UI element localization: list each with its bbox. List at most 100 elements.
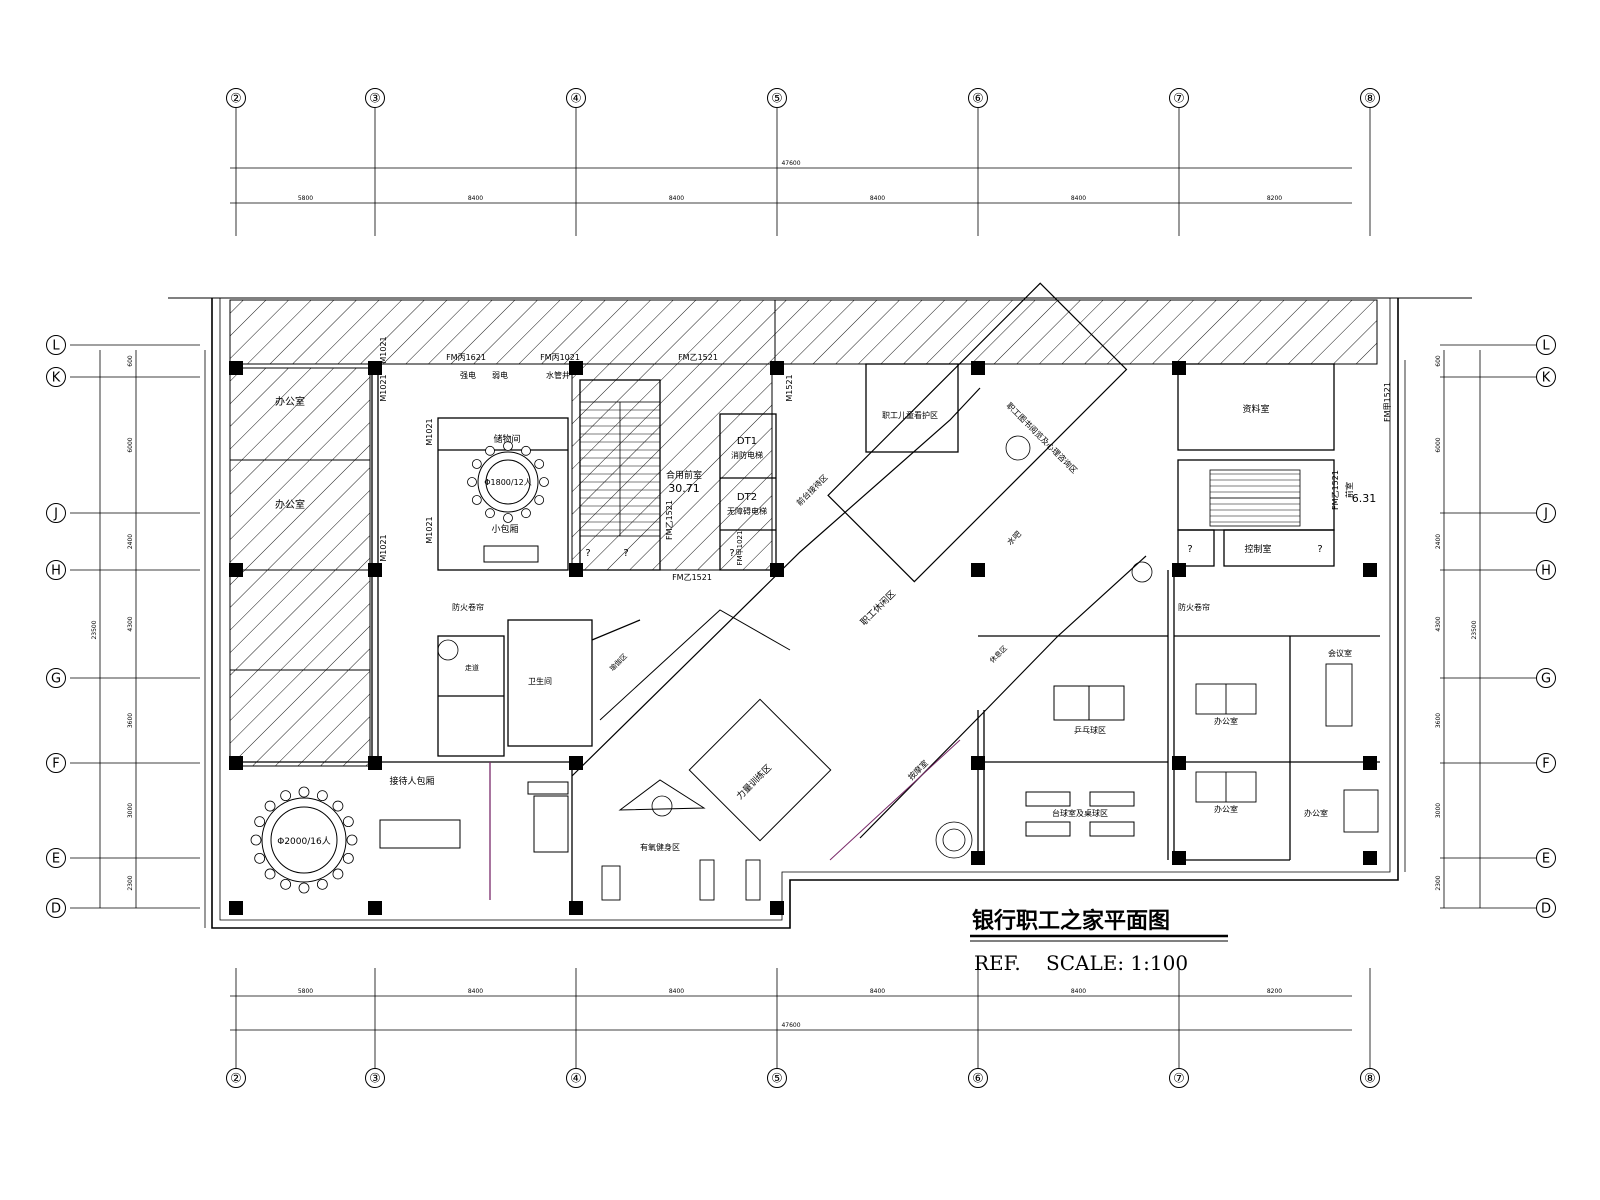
column-axis-top-c5-label: ⑤	[771, 92, 783, 107]
column-5	[1172, 361, 1186, 375]
label-elevator-1: DT1	[737, 436, 757, 447]
dim-span-right-5: 3000	[1435, 803, 1442, 818]
small-table-chair-8	[485, 445, 495, 456]
label-bar: 水吧	[1005, 529, 1023, 547]
column-17	[1172, 756, 1186, 770]
row-axis-right-rK-label: K	[1542, 371, 1551, 386]
column-18	[1363, 756, 1377, 770]
large-table-chair-1	[342, 852, 354, 864]
row-axis-right-rD-label: D	[1541, 902, 1551, 917]
small-table-chair-5	[471, 495, 482, 505]
dim-span-bottom-1: 8400	[468, 988, 483, 995]
label-elevator-2: DT2	[737, 492, 757, 503]
label-door-m5: M1021	[379, 534, 388, 561]
row-axis-left-rF: F	[46, 753, 66, 773]
row-axis-right-rJ-label: J	[1543, 507, 1548, 522]
row-axis-right-rE: E	[1536, 848, 1556, 868]
dim-span-bottom-3: 8400	[870, 988, 885, 995]
dim-span-top-1: 8400	[468, 195, 483, 202]
stair-main	[579, 401, 661, 537]
label-door-m1: M1021	[379, 336, 388, 363]
dim-span-right-1: 6000	[1435, 437, 1442, 452]
label-unknown-5: ?	[1317, 544, 1322, 555]
column-axis-bottom-c6: ⑥	[968, 1068, 988, 1088]
large-table-chair-0	[346, 834, 358, 846]
column-9	[770, 563, 784, 577]
dimension-chain-right	[1443, 350, 1481, 908]
dimension-chain-top	[230, 167, 1352, 204]
label-door-m6: M1521	[785, 374, 794, 401]
column-axis-bottom-c3: ③	[365, 1068, 385, 1088]
row-axis-left-rJ-label: J	[53, 507, 58, 522]
small-table-chair-0	[539, 477, 549, 487]
dim-span-right-2: 2400	[1435, 534, 1442, 549]
dim-span-top-5: 8200	[1267, 195, 1282, 202]
aerobic-island	[618, 779, 706, 811]
label-front-room-2: 前室	[1344, 482, 1354, 498]
row-axis-left-rL: L	[46, 335, 66, 355]
row-axis-left-rG: G	[46, 668, 66, 688]
row-axis-left-rK-label: K	[52, 371, 61, 386]
column-14	[368, 756, 382, 770]
round-table-large	[261, 797, 347, 883]
label-reception-area: 前台接待区	[794, 472, 829, 507]
small-table-chair-1	[534, 495, 545, 505]
column-axis-bottom-c5-label: ⑤	[771, 1072, 783, 1087]
hatched-offices-left	[229, 367, 371, 767]
column-2	[569, 361, 583, 375]
large-table-chair-12	[298, 786, 310, 798]
label-door-m2: M1021	[379, 374, 388, 401]
dim-span-left-3: 4300	[127, 616, 134, 631]
interior-walls	[230, 282, 1380, 910]
row-axis-left-rE: E	[46, 848, 66, 868]
column-axis-bottom-c8: ⑧	[1360, 1068, 1380, 1088]
row-axis-left-rD-label: D	[51, 902, 61, 917]
row-axis-right-rF: F	[1536, 753, 1556, 773]
building-walls	[168, 297, 1472, 929]
column-12	[1363, 563, 1377, 577]
dim-span-bottom-5: 8200	[1267, 988, 1282, 995]
label-fitness-power: 力量训练区	[734, 762, 774, 802]
column-axis-top-c4-label: ④	[570, 92, 582, 107]
large-table-chair-9	[254, 816, 266, 828]
column-axis-top-c6: ⑥	[968, 88, 988, 108]
label-table-large: Φ2000/16人	[277, 836, 330, 847]
label-fm-7: FM甲1521	[1383, 382, 1392, 422]
dim-span-left-6: 2300	[127, 875, 134, 890]
label-wet-3: 水管井	[546, 370, 570, 380]
column-axis-bottom-c2: ②	[226, 1068, 246, 1088]
row-axis-right-rL-label: L	[1542, 339, 1550, 354]
row-axis-right-rH: H	[1536, 560, 1556, 580]
column-4	[971, 361, 985, 375]
label-table-small: Φ1800/12人	[484, 478, 532, 487]
dim-span-bottom-2: 8400	[669, 988, 684, 995]
structural-columns	[229, 361, 1377, 915]
dim-span-top-4: 8400	[1071, 195, 1086, 202]
label-fire-shutter-2: 防火卷帘	[1178, 602, 1210, 612]
vip-desk	[379, 781, 569, 853]
column-7	[368, 563, 382, 577]
label-door-m4: M1021	[425, 516, 434, 543]
label-elevator-2-sub: 无障碍电梯	[727, 506, 767, 516]
label-fm-5: FM乙1521	[665, 500, 674, 540]
dim-span-right-6: 2300	[1435, 875, 1442, 890]
label-storage: 储物间	[493, 433, 520, 445]
scale-prefix: REF.	[974, 951, 1021, 975]
label-pingpong: 乒乓球区	[1074, 725, 1106, 735]
label-corridor: 走道	[465, 663, 479, 672]
label-fm-6: FM甲1021	[736, 531, 744, 566]
column-axis-top-c6-label: ⑥	[972, 92, 984, 107]
column-0	[229, 361, 243, 375]
row-axis-left-rG-label: G	[51, 672, 61, 687]
stair-right	[1209, 469, 1301, 527]
dim-total-left: 23500	[91, 620, 98, 639]
label-office-4: 办公室	[1214, 804, 1238, 814]
column-13	[229, 756, 243, 770]
label-control-room: 控制室	[1244, 543, 1271, 555]
column-20	[1172, 851, 1186, 865]
label-elevator-1-sub: 消防电梯	[731, 450, 763, 460]
column-axis-top-c7: ⑦	[1169, 88, 1189, 108]
column-axis-bottom-c2-label: ②	[230, 1072, 242, 1087]
